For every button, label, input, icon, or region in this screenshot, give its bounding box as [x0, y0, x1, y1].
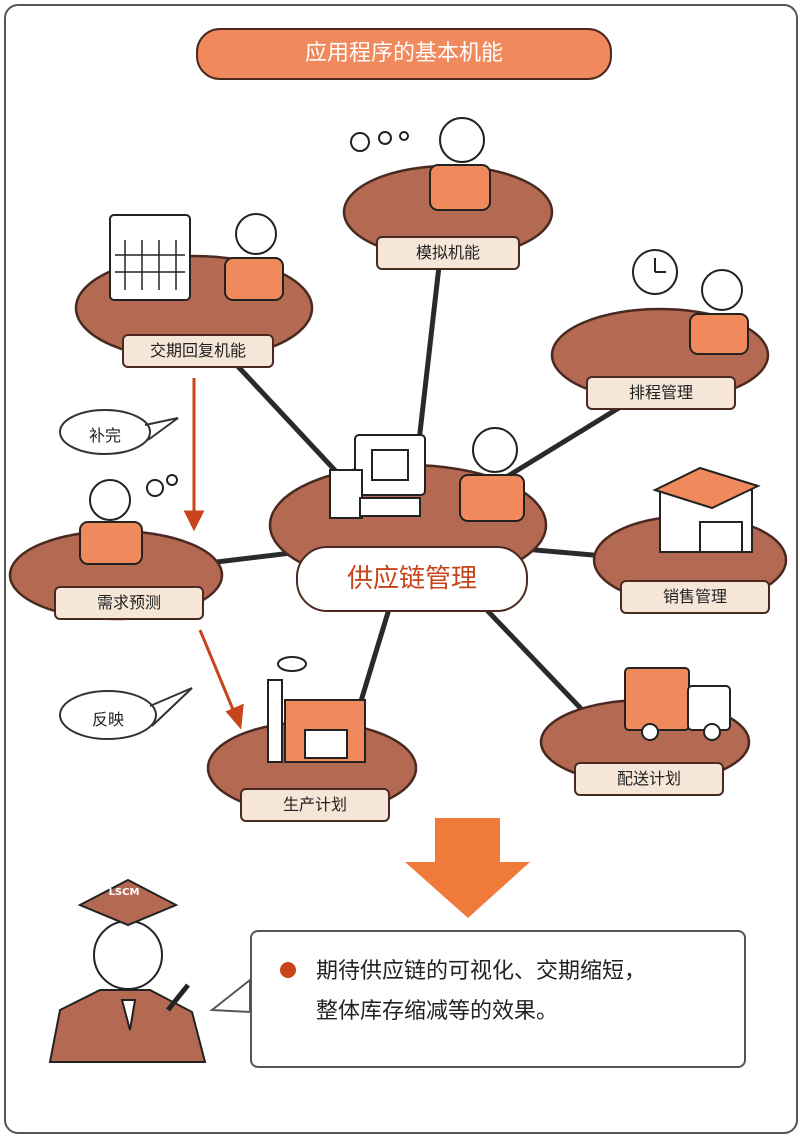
- person-delivery-icon: [224, 213, 284, 301]
- bubble-reflect: [59, 687, 193, 740]
- note-line-1: 期待供应链的可视化、交期缩短，: [316, 959, 647, 984]
- professor-icon: [48, 878, 207, 1063]
- person-demand-icon: [79, 474, 178, 565]
- bubble-supplement: [59, 409, 179, 455]
- note-box: [250, 930, 746, 1068]
- node-production: 生产计划: [240, 788, 390, 822]
- page-title: 应用程序的基本机能: [196, 28, 612, 80]
- node-scheduling: 排程管理: [586, 376, 736, 410]
- person-center-icon: [459, 427, 525, 522]
- truck-icon: [624, 667, 731, 741]
- node-delivery-reply: 交期回复机能: [122, 334, 274, 368]
- center-node-label: 供应链管理: [296, 546, 528, 612]
- bullet-dot-icon: [280, 962, 296, 978]
- computer-icon: [329, 434, 426, 519]
- clock-icon: [632, 249, 678, 295]
- node-simulation: 模拟机能: [376, 236, 520, 270]
- node-distribution: 配送计划: [574, 762, 724, 796]
- factory-icon: [267, 656, 366, 763]
- node-demand-forecast: 需求预测: [54, 586, 204, 620]
- thinking-person-icon: [350, 117, 491, 211]
- note-line-2: 整体库存缩减等的效果。: [316, 999, 559, 1024]
- bubble-reflect-text: 反映: [91, 710, 124, 729]
- note-text: 期待供应链的可视化、交期缩短， 整体库存缩减等的效果。: [316, 952, 736, 1032]
- note-pointer: [209, 977, 251, 1014]
- bubble-supplement-text: 补完: [88, 426, 121, 445]
- calendar-icon: [109, 214, 191, 301]
- arrow-down-reflect: [198, 629, 236, 713]
- cap-label: LSCM: [108, 887, 140, 898]
- node-sales: 销售管理: [620, 580, 770, 614]
- person-scheduling-icon: [689, 269, 749, 355]
- big-arrow-down: [405, 818, 530, 918]
- store-icon: [652, 466, 761, 553]
